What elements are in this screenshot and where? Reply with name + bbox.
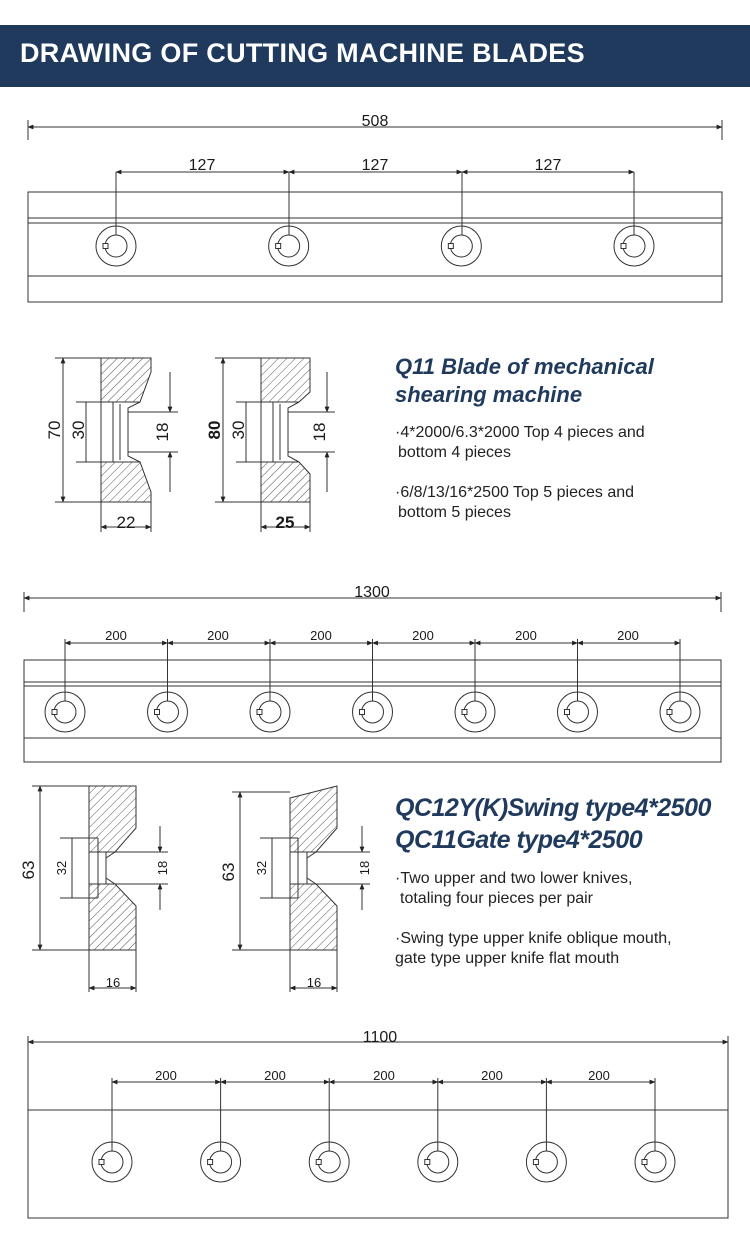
section-80-width: 25	[276, 513, 295, 532]
bolt-hole	[91, 1141, 133, 1183]
blade-508-spacing: 127	[362, 157, 389, 174]
q11-spec-2-line1: ·6/8/13/16*2500 Top 5 pieces and	[395, 484, 635, 501]
blade-1100-spacing: 200	[481, 1068, 503, 1083]
blade-1300-spacing: 200	[412, 628, 434, 643]
bolt-hole	[440, 225, 482, 267]
blade-1100-spacing-lines	[111, 1078, 656, 1162]
section-63-left-width: 16	[106, 975, 120, 990]
blade-1100	[27, 1036, 729, 1219]
blade-1300-holes	[44, 691, 701, 733]
bolt-hole	[44, 691, 86, 733]
cross-section-80	[215, 357, 335, 532]
bolt-hole	[352, 691, 393, 733]
blade-1300-spacing: 200	[515, 628, 537, 643]
qc12y-spec-1-line2: totaling four pieces per pair	[400, 890, 593, 907]
qc12y-title-line1: QC12Y(K)Swing type4*2500	[395, 794, 711, 822]
qc12y-spec-2-line1: ·Swing type upper knife oblique mouth,	[395, 930, 672, 947]
bolt-hole	[95, 225, 137, 267]
blade-1300-total-length: 1300	[354, 584, 390, 601]
qc12y-spec-1-line1: ·Two upper and two lower knives,	[395, 870, 633, 887]
cross-section-63-right	[232, 785, 370, 992]
cross-section-63-left	[32, 785, 168, 992]
blade-508-holes	[95, 225, 655, 267]
blade-1300-spacing-lines	[64, 639, 681, 712]
bolt-hole	[454, 691, 496, 733]
bolt-hole	[659, 691, 701, 733]
bolt-hole	[147, 691, 188, 733]
bolt-hole	[525, 1141, 567, 1183]
blade-1100-holes	[91, 1141, 676, 1183]
q11-spec-1-line1: ·4*2000/6.3*2000 Top 4 pieces and	[395, 424, 645, 441]
section-63-right-groove: 18	[357, 861, 372, 875]
section-63-left-height: 63	[19, 861, 38, 880]
blade-508-spacing: 127	[189, 157, 216, 174]
blade-1300-spacing: 200	[617, 628, 639, 643]
section-70-width: 22	[117, 513, 136, 532]
section-63-right-inner: 32	[254, 861, 269, 875]
blade-1100-spacing: 200	[588, 1068, 610, 1083]
blade-1300-spacing: 200	[207, 628, 229, 643]
blade-1300-spacing: 200	[105, 628, 127, 643]
header-banner: DRAWING OF CUTTING MACHINE BLADES	[0, 25, 750, 87]
q11-title-line1: Q11 Blade of mechanical	[395, 354, 654, 379]
blade-1100-spacing: 200	[373, 1068, 395, 1083]
blade-1300-spacing: 200	[310, 628, 332, 643]
section-70-height: 70	[45, 421, 64, 440]
section-63-left-inner: 32	[54, 861, 69, 875]
bolt-hole	[634, 1141, 676, 1183]
q11-spec-1-line2: bottom 4 pieces	[398, 444, 511, 461]
blade-508	[27, 120, 723, 303]
blade-1100-spacing: 200	[264, 1068, 286, 1083]
cross-section-70	[55, 357, 178, 532]
section-80-inner: 30	[229, 421, 248, 440]
bolt-hole	[249, 691, 291, 733]
bolt-hole	[308, 1141, 350, 1183]
section-70-groove: 18	[153, 423, 172, 442]
section-80-height: 80	[205, 421, 224, 440]
section-63-left-groove: 18	[155, 861, 170, 875]
section-63-right-height: 63	[219, 863, 238, 882]
qc12y-spec-2-line2: gate type upper knife flat mouth	[395, 950, 620, 967]
section-80-groove: 18	[310, 423, 329, 442]
blade-1100-total-length: 1100	[363, 1029, 398, 1046]
q11-spec-2-line2: bottom 5 pieces	[398, 504, 511, 521]
bolt-hole	[417, 1141, 459, 1183]
blade-1300-spacing-labels: 200 200 200 200 200 200	[105, 628, 639, 643]
blade-508-total-length: 508	[362, 113, 389, 130]
section-70-inner: 30	[69, 421, 88, 440]
bolt-hole	[200, 1141, 242, 1183]
section-63-right-width: 16	[307, 975, 321, 990]
blade-508-spacing: 127	[535, 157, 562, 174]
page-title: DRAWING OF CUTTING MACHINE BLADES	[20, 38, 585, 68]
bolt-hole	[613, 225, 655, 267]
q11-title-line2: shearing machine	[395, 382, 583, 407]
bolt-hole	[557, 691, 598, 733]
qc12y-title-line2: QC11Gate type4*2500	[395, 826, 643, 854]
blade-1100-spacing: 200	[155, 1068, 177, 1083]
bolt-hole	[268, 225, 310, 267]
